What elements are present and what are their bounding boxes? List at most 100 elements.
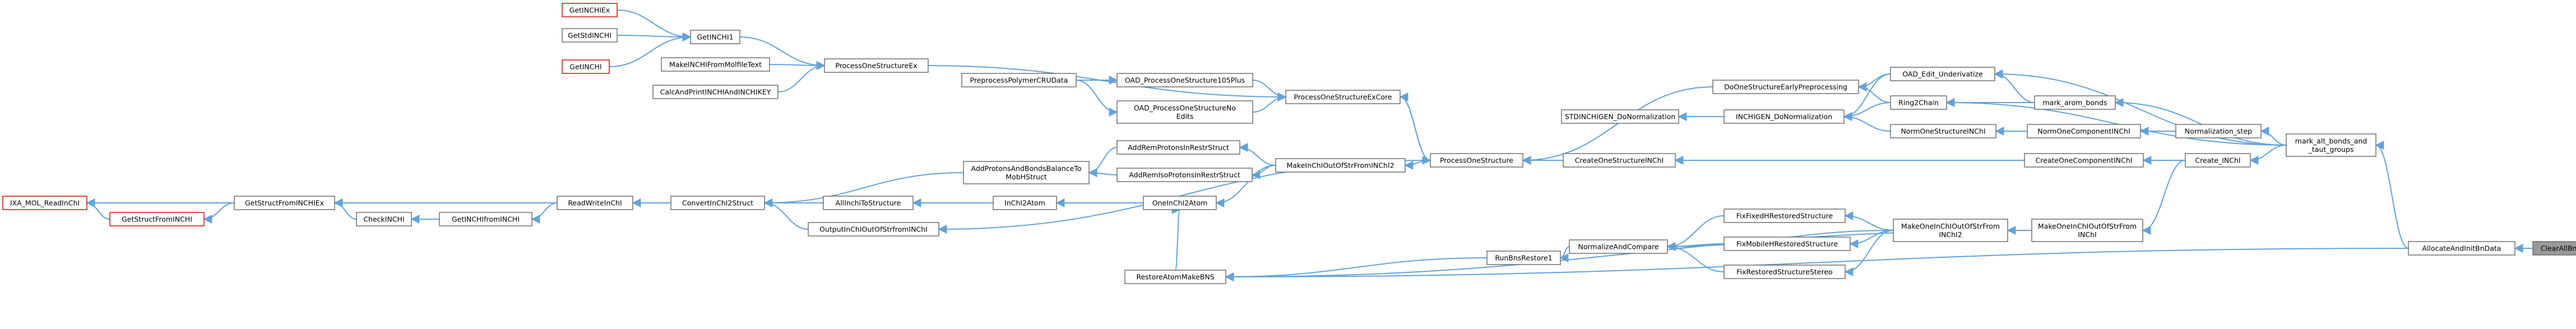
node-getstructfrominchi[interactable]: GetStructFromINCHI (109, 212, 205, 226)
node-label: CheckINCHI (363, 215, 404, 224)
node-doonestructureearlypreprocessing[interactable]: DoOneStructureEarlyPreprocessing (1712, 80, 1859, 94)
node-getinchi[interactable]: GetINCHI (562, 59, 610, 74)
node-normalization-step[interactable]: Normalization_step (2175, 124, 2262, 138)
edges-layer (86, 10, 2533, 281)
node-label: INChI2 (1939, 230, 1962, 239)
node-normonestructureinchi[interactable]: NormOneStructureINChI (1890, 124, 1996, 138)
node-box (1285, 90, 1401, 104)
node-label: IXA_MOL_ReadInChI (10, 199, 80, 207)
node-box (557, 196, 633, 210)
node-getinchiex[interactable]: GetINCHIEx (562, 3, 618, 17)
node-checkinchi[interactable]: CheckINCHI (356, 212, 412, 226)
node-label: OAD_ProcessOneStructure105Plus (1125, 76, 1245, 85)
edge-processonestructureexcore-from-oad_processonestructure105plus (1252, 80, 1287, 101)
node-box (2034, 95, 2116, 110)
node-label: ProcessOneStructureExCore (1294, 93, 1392, 101)
node-ixa-mol-readinchi[interactable]: IXA_MOL_ReadInChI (2, 196, 87, 210)
edge-addprotonsandbondsbalanceto-from-addremprotonsinrestrstruct (1088, 147, 1118, 177)
node-outputinchioutofstrfrominchi[interactable]: OutputInChIOutOfStrfromINChI (808, 222, 939, 237)
node-getstructfrominchiex[interactable]: GetStructFromINCHIEx (234, 196, 335, 210)
edge-ixa_mol_readinchi-from-getstructfrominchi (86, 198, 110, 220)
node-addremisotopinrestrstruct[interactable]: AddRemIsoProtonsInRestrStruct (1116, 168, 1253, 182)
node-label: Create_INChI (2195, 156, 2240, 165)
node-label: GetINCHI1 (697, 33, 733, 41)
node-box (2, 196, 87, 210)
node-box (993, 196, 1057, 210)
node-normonecomponentinchi[interactable]: NormOneComponentINChI (2027, 124, 2141, 138)
node-label: GetINCHI (569, 63, 601, 71)
node-box (824, 58, 929, 73)
node-label: GetStdINCHI (568, 31, 611, 40)
node-makeinchioutofstrfrominchi2[interactable]: MakeInChIOutOfStrFromINChI2 (1275, 158, 1406, 173)
node-label: GetINCHIEx (569, 6, 610, 15)
node-makeinchifrommolfiletext[interactable]: MakeINCHIFromMolfileText (661, 57, 770, 72)
node-create-inchi[interactable]: Create_INChI (2185, 153, 2251, 168)
node-convertinchi2struct[interactable]: ConvertInChI2Struct (670, 196, 765, 210)
node-stdinchigen-donormalization[interactable]: STDINCHIGEN_DoNormalization (1561, 109, 1679, 124)
node-fixrestoredstructurestereo[interactable]: FixRestoredStructureStereo (1723, 265, 1846, 279)
node-label: ClearAllBnDataVertices (2541, 244, 2576, 253)
node-getstdinchi[interactable]: GetStdINCHI (562, 28, 618, 43)
node-processonestructureex[interactable]: ProcessOneStructureEx (824, 58, 929, 73)
node-fixmobilehrestoredstructure[interactable]: FixMobileHRestoredStructure (1723, 237, 1851, 251)
edge-convertinchi2struct-from-outputinchioutofstrfrominchi (763, 198, 809, 230)
node-getinchifrominchi[interactable]: GetINCHIfromINCHI (439, 212, 532, 226)
node-box (823, 196, 914, 210)
node-getinchi1[interactable]: GetINCHI1 (690, 30, 740, 44)
node-box (356, 212, 412, 226)
node-label: MobHStruct (1006, 173, 1047, 181)
node-addremprotonsinrestrstruct[interactable]: AddRemProtonsInRestrStruct (1116, 140, 1240, 155)
node-label: CreateOneComponentINChI (2036, 156, 2133, 165)
edge-addprotonsandbondsbalanceto-from-addremisotopinrestrstruct (1088, 168, 1118, 178)
node-createonecomponentinchi[interactable]: CreateOneComponentINChI (2024, 153, 2144, 168)
edge-getinchi1-from-getinchiex (617, 10, 692, 41)
node-oneinchi2atom[interactable]: OneInChI2Atom (1143, 196, 1217, 210)
node-box (1116, 168, 1253, 182)
edge-getinchi1-from-getinchi (609, 33, 692, 67)
node-processonestructureexcore[interactable]: ProcessOneStructureExCore (1285, 90, 1401, 104)
node-inchigen-donormalization[interactable]: INCHIGEN_DoNormalization (1723, 109, 1845, 124)
node-oad-processonestructure105plus[interactable]: OAD_ProcessOneStructure105Plus (1116, 73, 1253, 87)
edge-processonestructureexcore-from-processonestructure (1399, 92, 1431, 161)
node-box (2286, 133, 2376, 157)
node-mark-arom-bonds[interactable]: mark_arom_bonds (2034, 95, 2116, 110)
node-label: AddProtonsAndBondsBalanceTo (971, 164, 1081, 173)
node-restoreatommakebns[interactable]: RestoreAtomMakeBNS (1124, 270, 1226, 284)
node-box (670, 196, 765, 210)
node-label: OutputInChIOutOfStrfromINChI (819, 225, 928, 234)
node-allinchitostructure[interactable]: AllInchiToStructure (823, 196, 914, 210)
node-oad-edit-underivatize[interactable]: OAD_Edit_Underivatize (1890, 67, 1995, 81)
node-fixfixedhrestoredstructure[interactable]: FixFixedHRestoredStructure (1723, 208, 1846, 223)
node-label: NormOneComponentINChI (2037, 127, 2130, 136)
edge-oneinchi2atom-from-makeinchioutofstrfrominchi2 (1215, 165, 1276, 207)
node-box (2024, 153, 2144, 168)
node-label: NormalizeAndCompare (1578, 243, 1658, 251)
node-runbnsrestore1[interactable]: RunBnsRestore1 (1486, 251, 1561, 265)
node-label: AddRemIsoProtonsInRestrStruct (1129, 171, 1240, 179)
node-label: Ring2Chain (1898, 99, 1939, 107)
node-calcandprintinchiandinchikey[interactable]: CalcAndPrintINCHIAndINCHIKEY (652, 85, 779, 99)
node-preprocesspolymercrudata[interactable]: PreprocessPolymerCRUData (961, 73, 1077, 87)
edge-mark_arom_bonds-from-mark_alt_bonds_and_taut_groups (2114, 98, 2287, 146)
node-label: _taut_groups (2308, 145, 2354, 154)
node-label: DoOneStructureEarlyPreprocessing (1724, 83, 1847, 91)
node-ring2chain[interactable]: Ring2Chain (1890, 95, 1947, 110)
node-normalizeandcompare[interactable]: NormalizeAndCompare (1569, 239, 1668, 254)
node-label: MakeINCHIFromMolfileText (669, 61, 762, 69)
node-clearallbndatavertices[interactable]: ClearAllBnDataVertices (2532, 241, 2576, 256)
node-createoneinchi[interactable]: CreateOneStructureINChI (1563, 153, 1676, 168)
edge-makeoneinchioutofstrfrominchi-from-create_inchi (2142, 160, 2186, 235)
node-readwriteinchi[interactable]: ReadWriteInChI (557, 196, 633, 210)
node-mark-alt-bonds-and-taut-groups[interactable]: mark_alt_bonds_and_taut_groups (2286, 133, 2376, 157)
node-allocateandinitbndata[interactable]: AllocateAndInitBnData (2408, 241, 2515, 256)
node-inchi2atom[interactable]: InChI2Atom (993, 196, 1057, 210)
node-box (1275, 158, 1406, 173)
node-box (109, 212, 205, 226)
edge-oneinchi2atom-from-restoreatommakebns (1171, 205, 1181, 271)
node-processonestructure[interactable]: ProcessOneStructure (1430, 153, 1523, 168)
node-box (1561, 109, 1679, 124)
